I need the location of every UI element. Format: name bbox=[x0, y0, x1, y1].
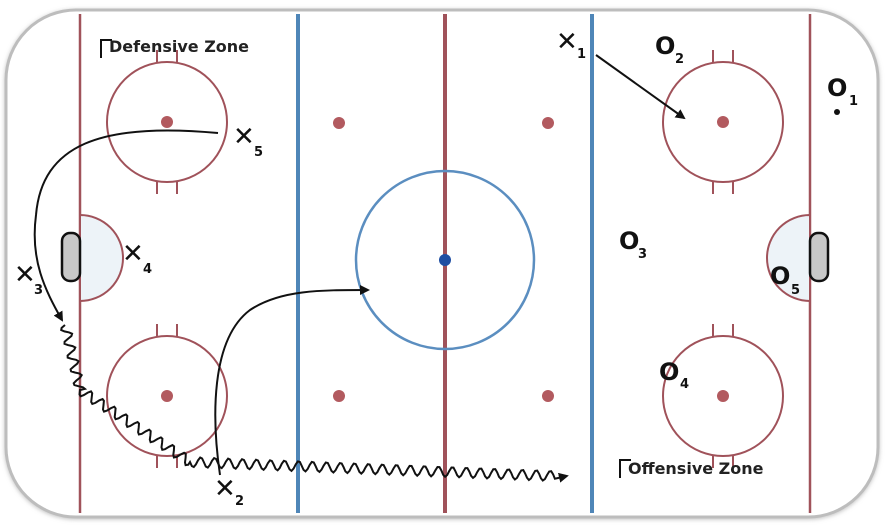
player-number: 5 bbox=[254, 145, 263, 160]
faceoff-dot bbox=[717, 390, 729, 402]
puck-dot bbox=[834, 109, 840, 115]
path-puck-carry-wavy bbox=[60, 324, 569, 483]
neutral-dot bbox=[333, 117, 345, 129]
path-x5-pass bbox=[33, 129, 219, 322]
faceoff-dot bbox=[161, 116, 173, 128]
goal-net-right bbox=[808, 231, 830, 283]
center-faceoff-dot bbox=[439, 254, 451, 266]
player-x-symbol: ✕ bbox=[122, 239, 144, 269]
player-number: 1 bbox=[577, 47, 586, 62]
faceoff-circle-offensive-bottom bbox=[662, 324, 784, 468]
path-x1-skate bbox=[595, 54, 686, 120]
zone-label-bracket bbox=[619, 459, 631, 478]
player-number: 1 bbox=[849, 94, 858, 109]
player-number: 3 bbox=[34, 283, 43, 298]
goal-crease-left bbox=[79, 213, 124, 303]
player-x3: ✕ 3 bbox=[14, 260, 43, 298]
player-o-symbol: O bbox=[619, 227, 639, 255]
faceoff-circle-defensive-top bbox=[106, 50, 228, 194]
player-number: 2 bbox=[235, 494, 244, 509]
player-o5: O 5 bbox=[770, 262, 800, 298]
player-o4: O 4 bbox=[659, 358, 689, 392]
goal-net-left bbox=[60, 231, 82, 283]
faceoff-circle-defensive-bottom bbox=[106, 324, 228, 468]
player-number: 4 bbox=[143, 262, 152, 277]
neutral-dot bbox=[333, 390, 345, 402]
player-x-symbol: ✕ bbox=[556, 27, 578, 57]
player-x1: ✕ 1 bbox=[556, 27, 586, 62]
neutral-dot bbox=[542, 390, 554, 402]
path-x2-skate bbox=[214, 285, 370, 476]
player-o3: O 3 bbox=[619, 227, 647, 262]
player-x-symbol: ✕ bbox=[214, 474, 236, 504]
player-x2: ✕ 2 bbox=[214, 474, 244, 509]
player-o2: O 2 bbox=[655, 32, 684, 67]
neutral-dot bbox=[542, 117, 554, 129]
player-o-symbol: O bbox=[770, 262, 790, 290]
center-faceoff-circle bbox=[354, 169, 536, 351]
player-number: 4 bbox=[680, 377, 689, 392]
defensive-zone-label: Defensive Zone bbox=[109, 37, 249, 56]
player-o-symbol: O bbox=[655, 32, 675, 60]
player-o-symbol: O bbox=[659, 358, 679, 386]
offensive-zone-label: Offensive Zone bbox=[628, 459, 764, 478]
player-x4: ✕ 4 bbox=[122, 239, 152, 277]
goal-crease-right bbox=[766, 213, 811, 303]
player-number: 3 bbox=[638, 247, 647, 262]
zone-label-bracket bbox=[100, 39, 112, 58]
player-x-symbol: ✕ bbox=[14, 260, 36, 290]
player-o-symbol: O bbox=[827, 74, 847, 102]
player-x-symbol: ✕ bbox=[233, 122, 255, 152]
player-number: 2 bbox=[675, 52, 684, 67]
faceoff-dot bbox=[161, 390, 173, 402]
player-o1: O 1 bbox=[827, 74, 858, 115]
faceoff-dot bbox=[717, 116, 729, 128]
player-x5: ✕ 5 bbox=[233, 122, 263, 160]
faceoff-circle-offensive-top bbox=[662, 50, 784, 194]
player-number: 5 bbox=[791, 283, 800, 298]
